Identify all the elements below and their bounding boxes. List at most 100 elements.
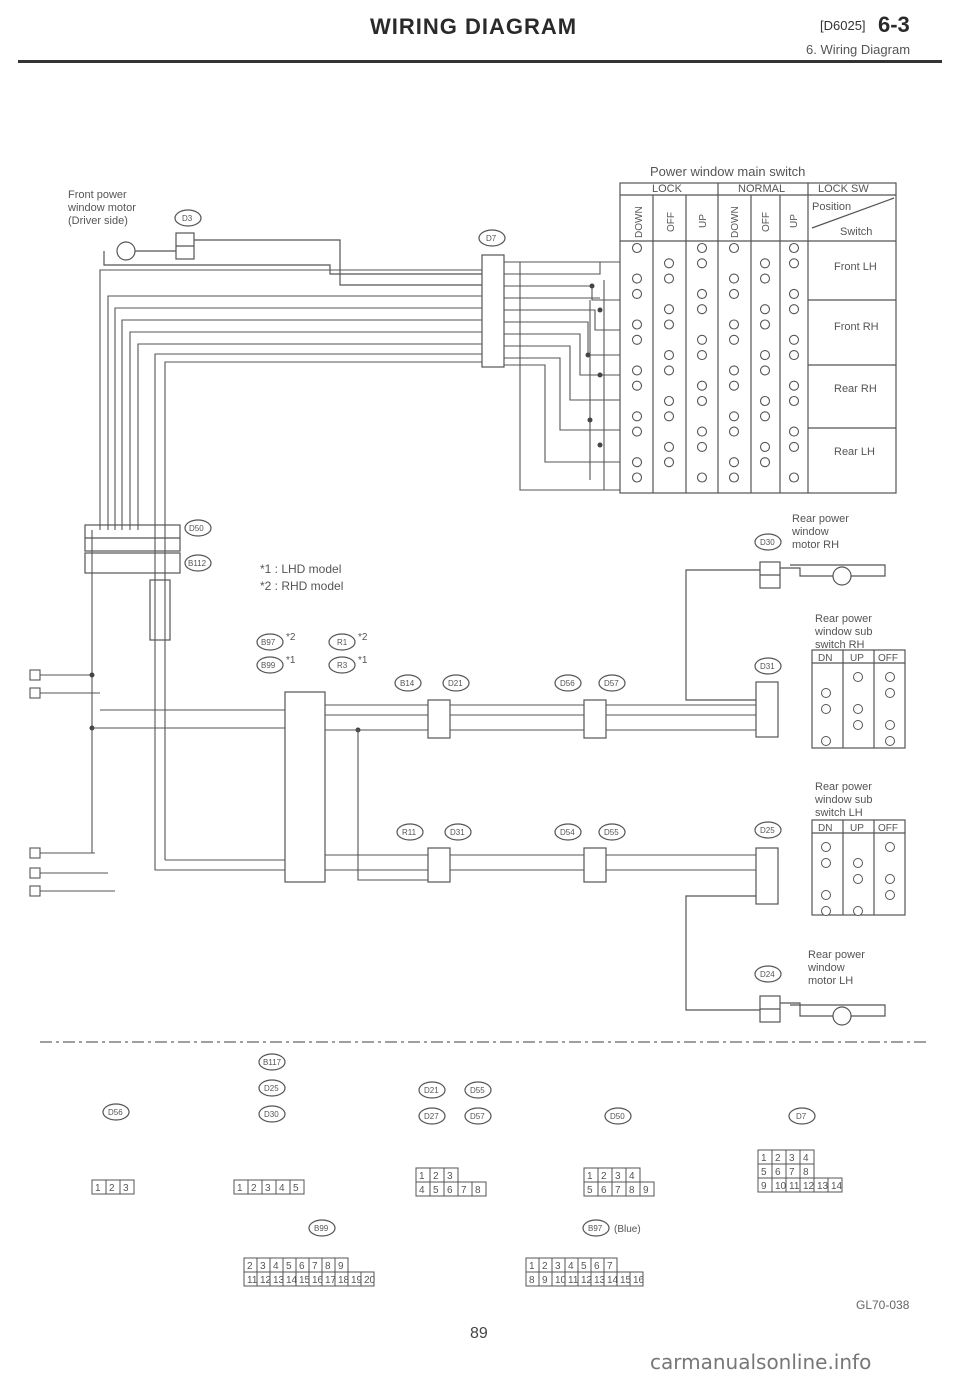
lock-label: LOCK: [652, 183, 683, 195]
conn-d7-badge: [478, 229, 506, 247]
switch-contact: [759, 411, 771, 422]
rear-sub-rh-col-off: OFF: [878, 653, 898, 664]
rear-motor-rh-symbol: [832, 566, 852, 586]
conn-r11-text: R11: [402, 828, 417, 837]
d7-bottom-pin-cell: [827, 1177, 843, 1193]
mark-b99: *1: [286, 655, 296, 666]
d7-mid-pin-label: 7: [789, 1167, 795, 1178]
b99-bottom-pin-label: 11: [247, 1275, 258, 1286]
rear-sub-lh-label-3: switch LH: [815, 807, 863, 819]
switch-contact: [759, 258, 771, 269]
rear-sub-lh-label-2: window sub: [814, 794, 872, 806]
sub-switch-contact: [853, 906, 863, 916]
switch-contact: [663, 319, 675, 330]
b99-bottom-pin-label: 20: [364, 1275, 376, 1286]
switch-contact: [728, 472, 740, 483]
bottom-d25: D25: [264, 1084, 279, 1093]
switch-contact: [788, 426, 800, 437]
row-rear-rh: Rear RH: [834, 383, 877, 395]
switch-row-labels: Front LH Front RH Rear RH Rear LH: [834, 261, 879, 458]
switch-contact: [631, 365, 643, 376]
conn-d7-bottom-badge: [788, 1107, 816, 1125]
switch-contact: [788, 350, 800, 361]
b97-bottom-pin-label: 15: [620, 1275, 632, 1286]
conn-b99-badge: [256, 656, 284, 674]
sub-switch-contact: [821, 688, 831, 698]
switch-contact: [788, 258, 800, 269]
section-subtitle: 6. Wiring Diagram: [806, 42, 911, 57]
rear-motor-lh-label-1: Rear power: [808, 949, 865, 961]
mark-r3: *1: [358, 655, 368, 666]
conn-d56-text: D56: [560, 679, 575, 688]
b97-bottom-pin-label: 12: [581, 1275, 593, 1286]
d7-mid-pin-label: 6: [775, 1167, 781, 1178]
row2-wires: [325, 854, 756, 871]
sub-switch-contact: [821, 704, 831, 714]
conn-d24-badge: [754, 965, 782, 983]
b97-top-pin-label: 7: [607, 1261, 613, 1272]
switch-contact: [696, 304, 708, 315]
d56-pin-cell: [119, 1179, 135, 1195]
conn-b112-badge: [184, 554, 212, 572]
switch-contact: [631, 288, 643, 299]
d7-top-pin-label: 1: [761, 1153, 767, 1164]
switch-contact: [759, 304, 771, 315]
switch-contact: [631, 411, 643, 422]
b97-bottom-pin-label: 9: [542, 1275, 548, 1286]
b97-bottom-pin-cell: [629, 1271, 644, 1287]
switch-contact: [663, 304, 675, 315]
header-rule: [18, 60, 942, 63]
switch-contact: [696, 426, 708, 437]
bottom-b117: B117: [263, 1058, 282, 1067]
row2-connector-texts: R11 D31 D54 D55: [402, 828, 619, 837]
switch-contact: [663, 350, 675, 361]
figure-id: GL70-038: [856, 1298, 910, 1312]
conn-d54-text: D54: [560, 828, 575, 837]
rear-sub-rh-table: [811, 649, 906, 749]
sub-switch-contact: [853, 720, 863, 730]
sub-switch-contact: [821, 858, 831, 868]
b99-bottom-pin-label: 18: [338, 1275, 350, 1286]
section-number: 6-3: [878, 12, 910, 37]
switch-contact: [631, 380, 643, 391]
rear-sub-lh-col-dn: DN: [818, 823, 832, 834]
bottom-b99: B99: [314, 1224, 329, 1233]
row-rear-lh: Rear LH: [834, 446, 875, 458]
switch-contact: [728, 457, 740, 468]
rear-sub-lh-label-1: Rear power: [815, 781, 872, 793]
conn-b112-stack: [149, 579, 171, 641]
note-rhd: *2 : RHD model: [260, 579, 343, 593]
b117-pin-cell: [289, 1179, 305, 1195]
sub-switch-contact: [853, 704, 863, 714]
conn-d57-block: [583, 699, 607, 739]
d50-top-pin-label: 2: [601, 1171, 607, 1182]
switch-contact: [696, 242, 708, 254]
b99-top-pin-label: 3: [260, 1261, 266, 1272]
sub-switch-contact: [821, 736, 831, 746]
sub-switch-contact: [853, 858, 863, 868]
rear-sub-rh-col-dn: DN: [818, 653, 832, 664]
switch-contact: [728, 288, 740, 299]
rear-sub-rh-label-3: switch RH: [815, 639, 865, 651]
switch-contact: [696, 395, 708, 407]
switch-contact: [631, 273, 643, 284]
b99-top-pin-label: 5: [286, 1261, 292, 1272]
d21-bottom-pin-label: 5: [433, 1185, 439, 1196]
row-front-lh: Front LH: [834, 261, 877, 273]
conn-d30-text: D30: [760, 538, 775, 547]
d7-bottom-pin-label: 12: [803, 1181, 815, 1192]
switch-contact: [788, 304, 800, 315]
conn-b14-badge: [394, 674, 422, 692]
row1-connector-texts: B97 B99 R1 R3 B14 D21 D56 D57: [261, 638, 619, 688]
sub-switch-contact: [885, 720, 895, 730]
conn-b112-block: [84, 552, 181, 574]
conn-d31-badge: [444, 823, 472, 841]
sub-switch-contact: [821, 890, 831, 900]
switch-contact: [759, 457, 771, 468]
front-motor-label-2: window motor: [67, 202, 136, 214]
switch-contact: [663, 395, 675, 407]
b99-bottom-pin-label: 15: [299, 1275, 311, 1286]
b117-pin-label: 1: [237, 1183, 243, 1194]
switch-contact: [663, 365, 675, 376]
sub-switch-contact: [885, 672, 895, 682]
